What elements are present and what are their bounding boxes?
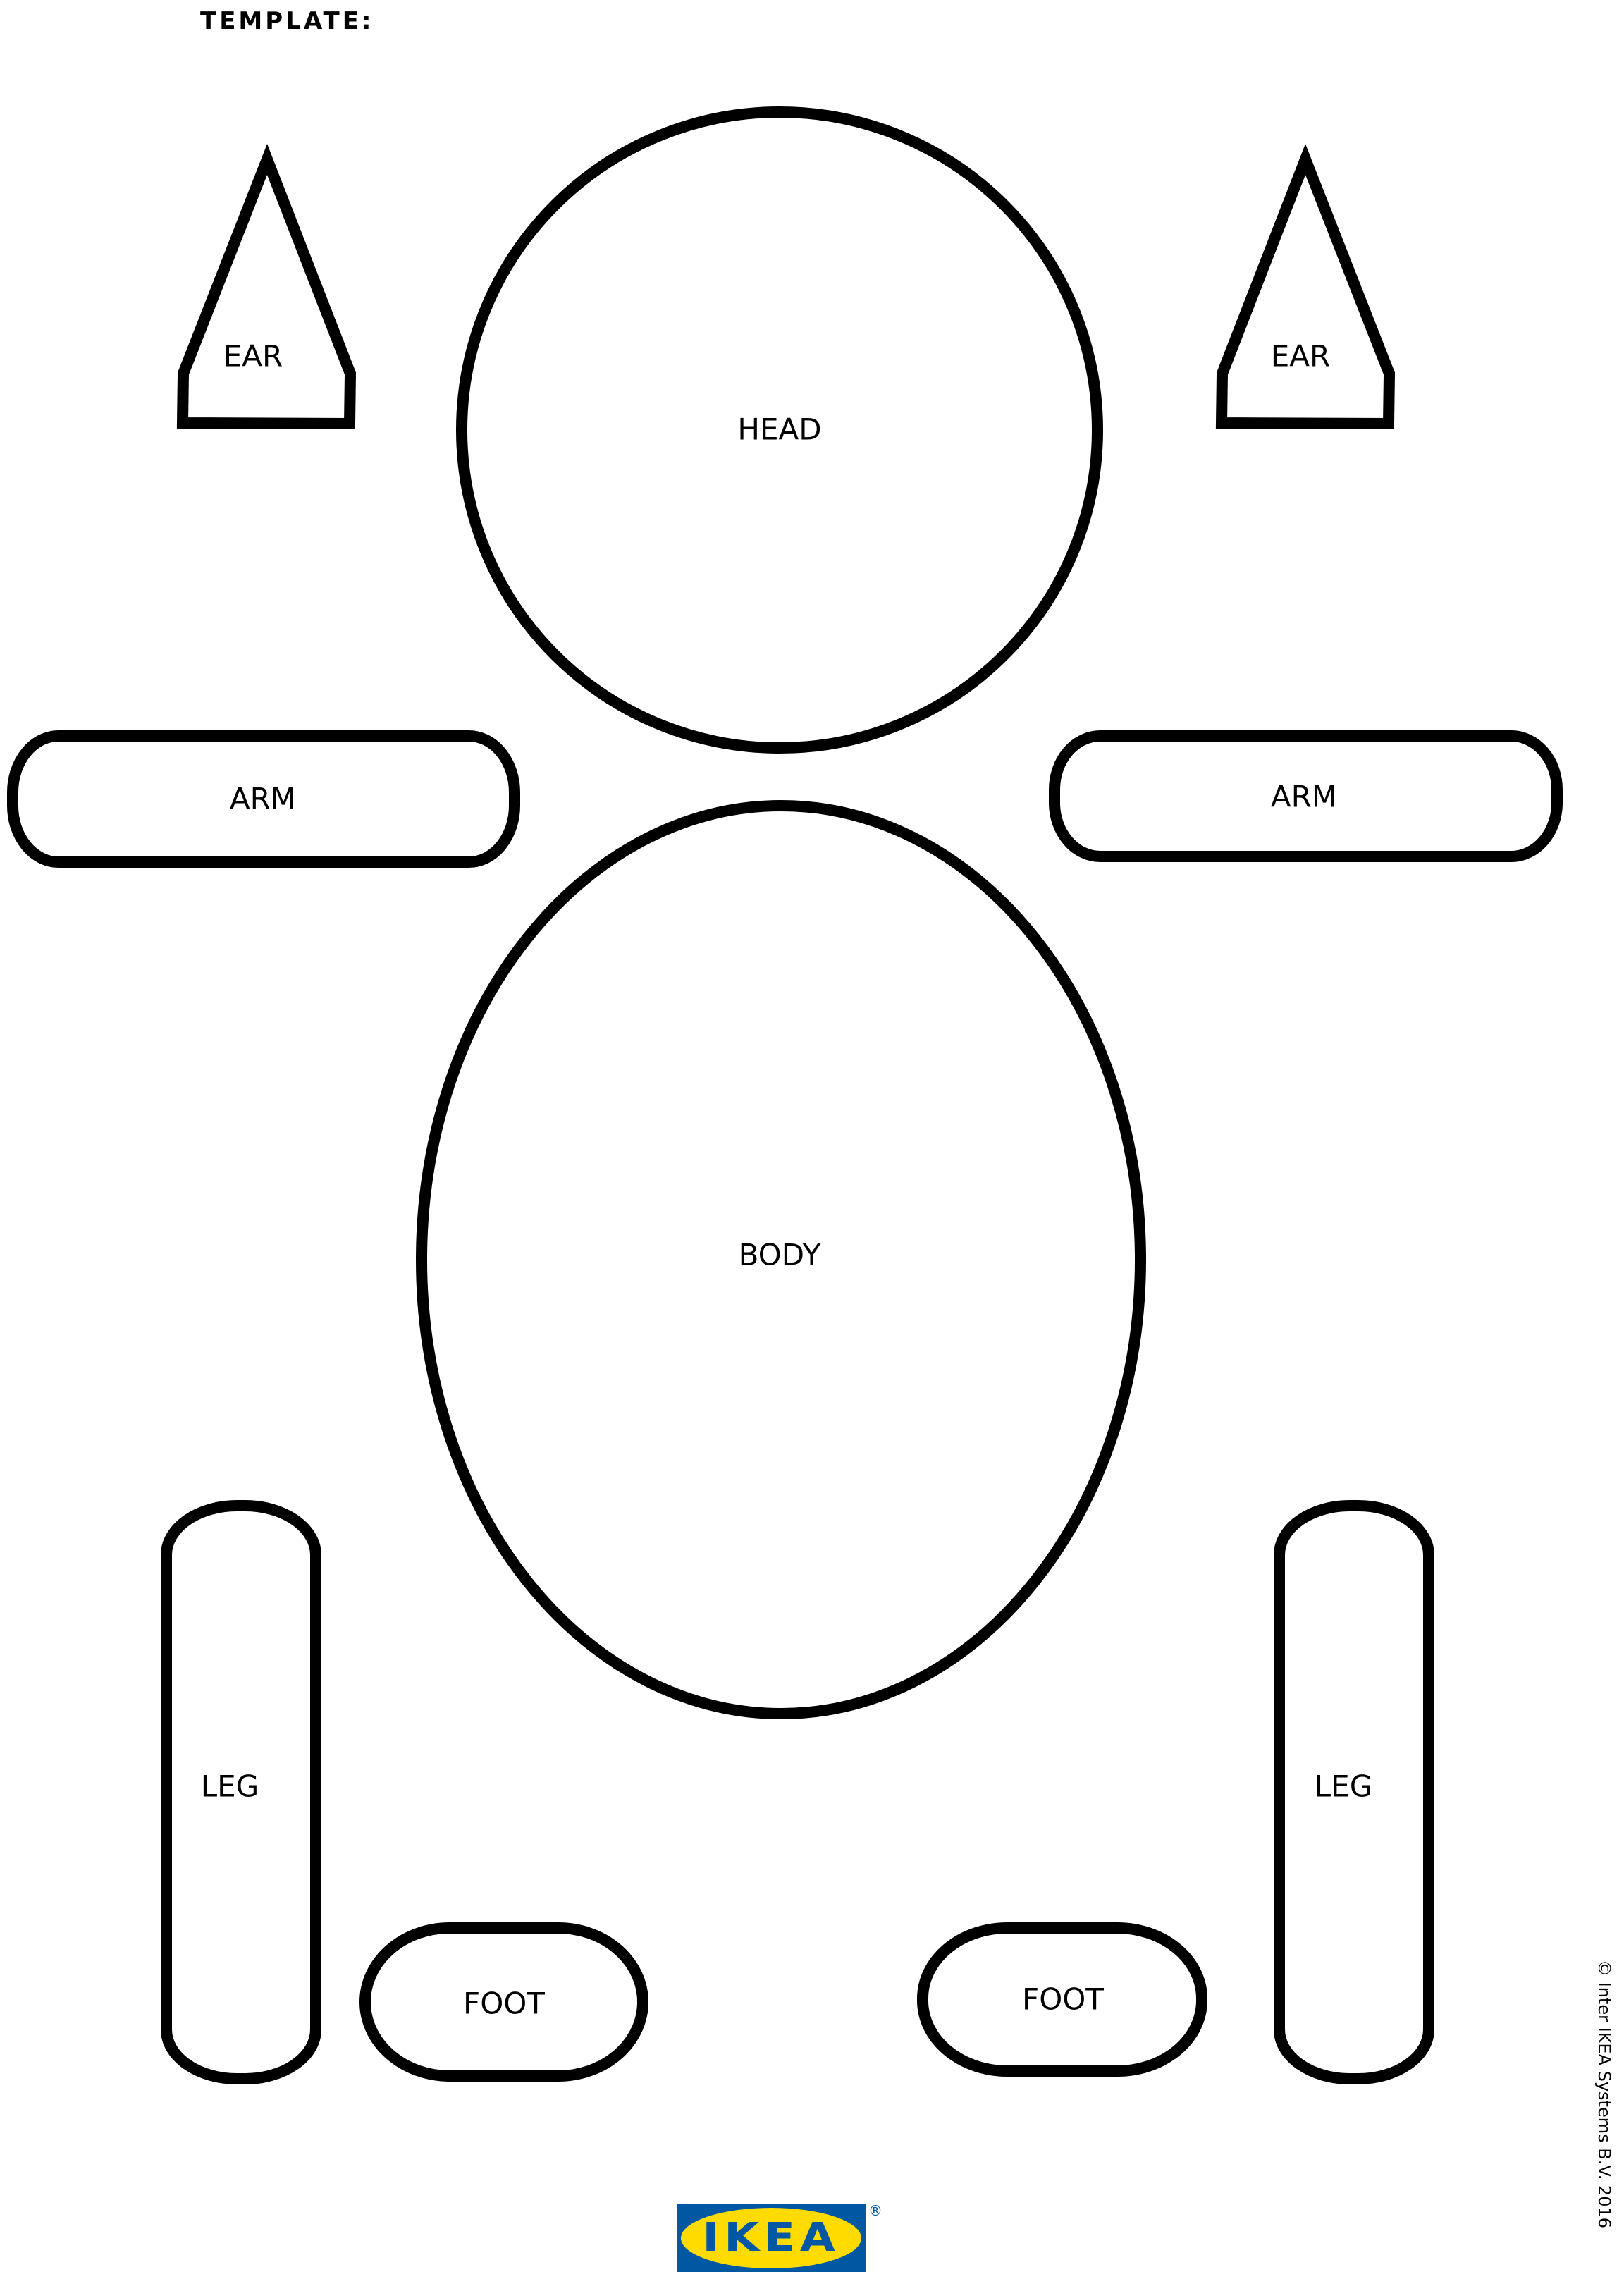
left-arm-label: ARM [229, 781, 297, 816]
page-title: TEMPLATE: [200, 7, 374, 35]
left-leg-label: LEG [200, 1769, 259, 1804]
logo-oval [681, 2208, 861, 2268]
right-ear-outline [1215, 143, 1396, 430]
copyright-notice: © Inter IKEA Systems B.V. 2016 [1594, 1960, 1614, 2228]
right-foot-label: FOOT [1022, 1982, 1104, 2017]
left-ear-outline [176, 143, 357, 430]
left-foot-outline [359, 1922, 648, 2082]
registered-mark-icon: ® [868, 2202, 882, 2219]
right-ear-label: EAR [1270, 338, 1331, 374]
right-arm-label: ARM [1270, 779, 1338, 814]
right-foot-outline [917, 1922, 1207, 2077]
body-label: BODY [738, 1237, 821, 1272]
right-arm-outline [1049, 730, 1563, 862]
right-leg-outline [1274, 1500, 1434, 2084]
left-arm-outline [7, 730, 520, 868]
head-outline [456, 106, 1103, 754]
ikea-logo: IKEA [677, 2204, 866, 2272]
left-leg-outline [161, 1500, 321, 2084]
logo-text: IKEA [702, 2215, 840, 2261]
right-leg-label: LEG [1314, 1769, 1373, 1804]
left-ear-label: EAR [223, 338, 283, 374]
left-foot-label: FOOT [463, 1986, 545, 2021]
head-label: HEAD [737, 412, 822, 447]
body-outline [416, 800, 1146, 1719]
